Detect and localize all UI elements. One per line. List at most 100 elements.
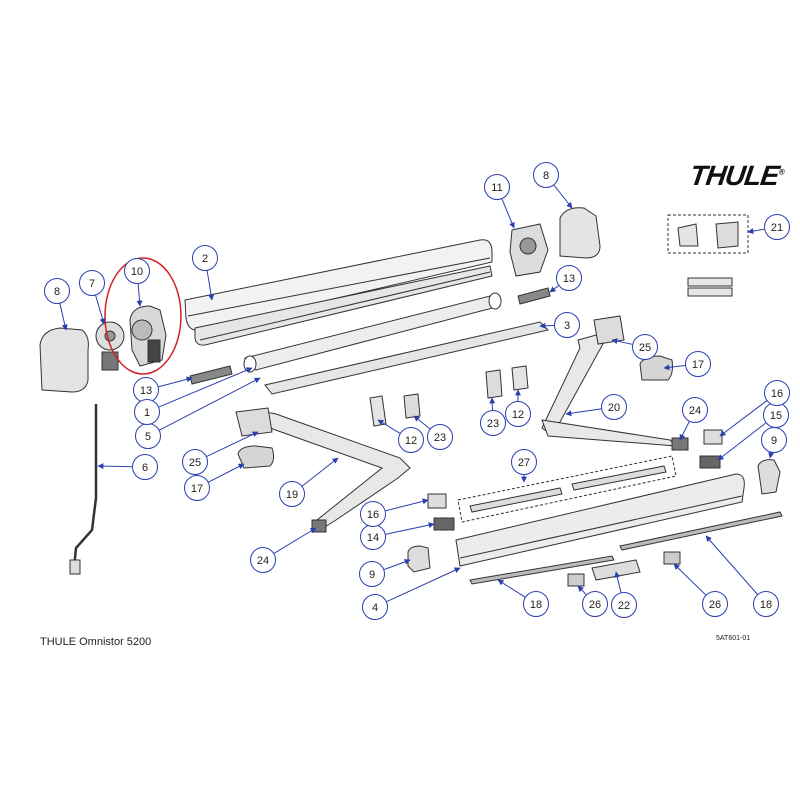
end-cap-9b-part [758, 460, 780, 494]
callout-number: 16 [771, 388, 783, 400]
callout-number: 8 [54, 286, 60, 298]
callout-number: 11 [491, 182, 502, 194]
callout-23: 23 [428, 425, 453, 450]
callout-27: 27 [512, 450, 537, 475]
callout-number: 9 [771, 435, 777, 447]
callout-17: 17 [185, 476, 210, 501]
callout-number: 13 [563, 273, 575, 285]
leader-line-c20 [566, 409, 601, 414]
gear-unit-right-part [510, 224, 548, 276]
callout-number: 20 [608, 402, 620, 414]
callout-12: 12 [399, 428, 424, 453]
lock-15-part [700, 456, 720, 468]
callout-9: 9 [360, 562, 385, 587]
callout-number: 9 [369, 569, 375, 581]
callout-number: 3 [564, 320, 570, 332]
callout-9: 9 [762, 428, 787, 453]
leader-line-c13a [159, 378, 192, 387]
callout-number: 8 [543, 170, 549, 182]
callout-17: 17 [686, 352, 711, 377]
callout-number: 25 [639, 342, 651, 354]
leader-line-c15 [718, 423, 766, 460]
callout-number: 7 [89, 278, 95, 290]
callout-number: 18 [760, 599, 772, 611]
gear-unit-part [130, 306, 166, 366]
rod-bracket-right-part [688, 278, 732, 296]
crank-eye-left-part [190, 366, 232, 384]
callout-number: 25 [189, 457, 201, 469]
leader-line-c18a [498, 580, 525, 597]
leader-line-c16b [720, 401, 767, 436]
leader-line-c24a [274, 528, 316, 553]
callout-1: 1 [135, 400, 160, 425]
callout-18: 18 [754, 592, 779, 617]
leader-line-c17a [209, 464, 244, 482]
callout-11: 11 [485, 175, 510, 200]
callout-number: 23 [487, 418, 499, 430]
leader-line-c8a [60, 304, 66, 330]
callout-number: 17 [191, 483, 203, 495]
bracket-16a-part [428, 494, 446, 508]
leader-line-c4 [387, 568, 460, 602]
leader-line-c21 [748, 229, 764, 232]
cassette-housing-part [185, 240, 492, 345]
callout-21: 21 [765, 215, 790, 240]
callout-number: 27 [518, 457, 530, 469]
bracket-23a-part [404, 394, 420, 418]
callout-13: 13 [134, 378, 159, 403]
end-cap-left-part [40, 328, 88, 392]
callout-16: 16 [765, 381, 790, 406]
callout-6: 6 [133, 455, 158, 480]
callout-5: 5 [136, 424, 161, 449]
slider-26a-part [568, 574, 584, 586]
callout-number: 4 [372, 602, 378, 614]
callout-number: 12 [405, 435, 417, 447]
leader-line-c11 [502, 199, 514, 228]
callout-10: 10 [125, 259, 150, 284]
callout-number: 10 [131, 266, 143, 278]
callout-16: 16 [361, 502, 386, 527]
leader-line-c6 [98, 466, 132, 467]
callout-number: 17 [692, 359, 704, 371]
leader-line-c9b [770, 453, 771, 458]
callout-18: 18 [524, 592, 549, 617]
callout-number: 6 [142, 462, 148, 474]
joint-24a-part [312, 520, 326, 532]
callout-25: 25 [183, 450, 208, 475]
callout-14: 14 [361, 525, 386, 550]
leader-line-c26b [674, 564, 706, 595]
callout-23: 23 [481, 411, 506, 436]
callout-number: 26 [589, 599, 601, 611]
callout-number: 22 [618, 600, 630, 612]
leader-line-c23a [414, 416, 430, 429]
callout-number: 12 [512, 409, 524, 421]
bracket-12a-part [370, 396, 386, 426]
callout-8: 8 [45, 279, 70, 304]
bracket-kit-part [668, 215, 748, 253]
callout-number: 19 [286, 489, 298, 501]
leader-line-c18b [706, 536, 757, 594]
end-cap-right-part [560, 208, 600, 258]
callout-number: 21 [771, 222, 783, 234]
leader-line-c14 [386, 524, 434, 534]
diagram-title: THULE Omnistor 5200 [40, 636, 151, 648]
callout-number: 18 [530, 599, 542, 611]
leader-line-c26a [578, 586, 586, 595]
callout-number: 13 [140, 385, 152, 397]
callout-number: 2 [202, 253, 208, 265]
end-cap-9a-part [408, 546, 430, 572]
front-profile-part [265, 322, 548, 394]
callout-7: 7 [80, 271, 105, 296]
callout-number: 5 [145, 431, 151, 443]
leader-line-c19 [302, 458, 338, 486]
bracket-16b-part [704, 430, 722, 444]
callout-15: 15 [764, 403, 789, 428]
callout-number: 16 [367, 509, 379, 521]
callout-13: 13 [557, 266, 582, 291]
leader-line-c3 [540, 325, 554, 326]
callout-8: 8 [534, 163, 559, 188]
callout-2: 2 [193, 246, 218, 271]
callout-4: 4 [363, 595, 388, 620]
